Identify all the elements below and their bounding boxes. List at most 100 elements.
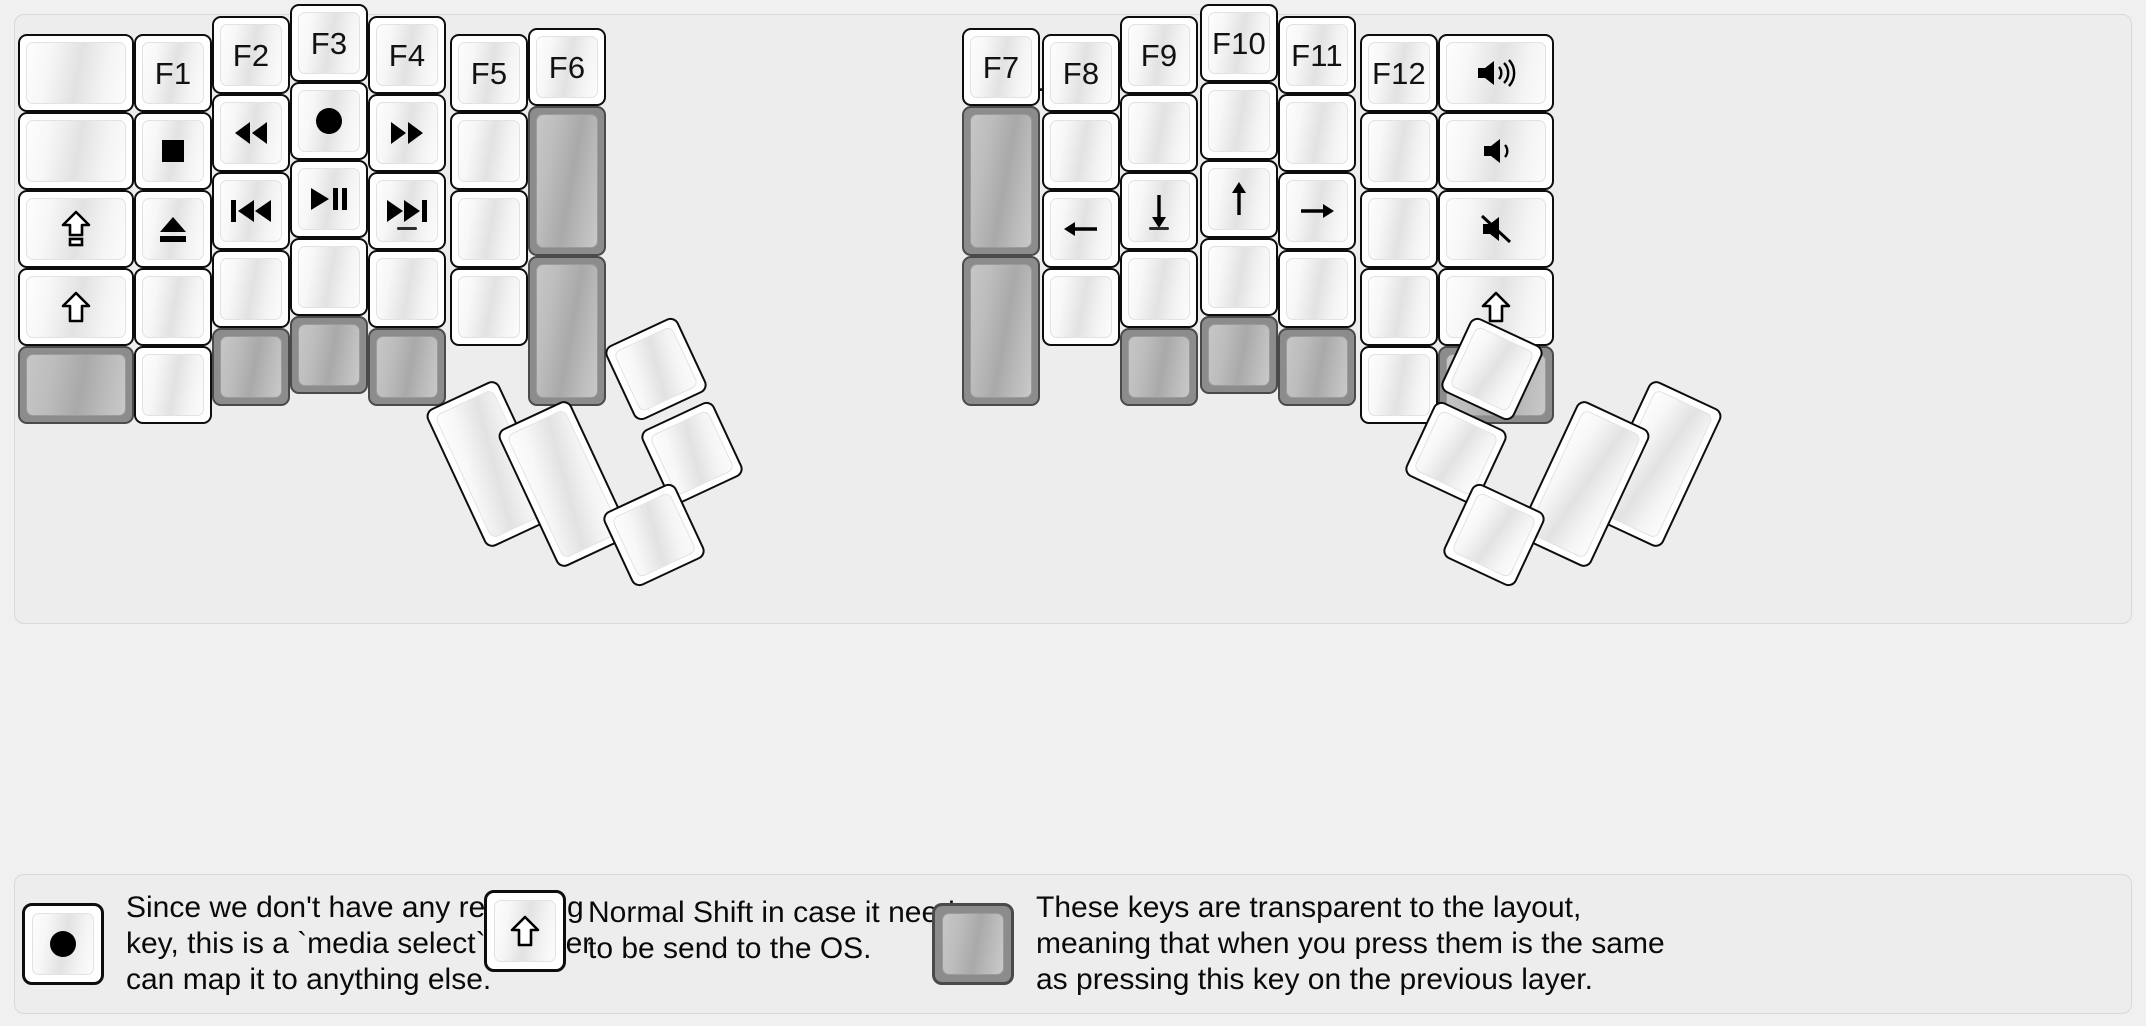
keycap-surface bbox=[26, 120, 126, 182]
keycap-surface bbox=[458, 198, 520, 260]
key-label: F9 bbox=[1140, 37, 1178, 73]
key-right-col-inner-1[interactable] bbox=[1042, 112, 1120, 190]
keycap-surface bbox=[1128, 336, 1190, 398]
key-left-col-pinky-1[interactable] bbox=[134, 112, 212, 190]
keycap-surface bbox=[1446, 198, 1546, 260]
key-left-col-pinky-0[interactable]: F1 bbox=[134, 34, 212, 112]
key-left-col-ring-1[interactable] bbox=[212, 94, 290, 172]
keycap-surface bbox=[536, 114, 598, 248]
arrow-up-icon bbox=[1226, 180, 1252, 218]
keycap-surface bbox=[942, 913, 1004, 975]
key-left-col-middle-1[interactable] bbox=[290, 82, 368, 160]
key-left-col-index-1[interactable] bbox=[368, 94, 446, 172]
keycap-surface bbox=[1446, 42, 1546, 104]
key-left-col-pinky-3[interactable] bbox=[134, 268, 212, 346]
key-right-col-index-1[interactable] bbox=[1120, 94, 1198, 172]
key-left-col-pinky-outer-4[interactable] bbox=[18, 346, 134, 424]
keycap-surface bbox=[142, 198, 204, 260]
keycap-surface bbox=[26, 354, 126, 416]
key-right-col-ring-4[interactable] bbox=[1278, 328, 1356, 406]
key-right-col-innermost-0[interactable]: F7 bbox=[962, 28, 1040, 106]
key-label: F1 bbox=[154, 55, 192, 91]
key-right-col-pinky-outer-2[interactable] bbox=[1438, 190, 1554, 268]
keycap-surface bbox=[1368, 354, 1430, 416]
media-stop-icon bbox=[158, 136, 188, 166]
legend-item-0: Since we don't have any recording key, t… bbox=[22, 890, 592, 998]
key-right-col-pinky-0[interactable]: F12 bbox=[1360, 34, 1438, 112]
key-right-col-pinky-2[interactable] bbox=[1360, 190, 1438, 268]
key-left-col-ring-2[interactable] bbox=[212, 172, 290, 250]
key-right-col-inner-3[interactable] bbox=[1042, 268, 1120, 346]
key-right-col-index-4[interactable] bbox=[1120, 328, 1198, 406]
key-right-col-pinky-outer-1[interactable] bbox=[1438, 112, 1554, 190]
record-icon bbox=[46, 927, 80, 961]
keycap-surface bbox=[1050, 198, 1112, 260]
key-left-col-middle-3[interactable] bbox=[290, 238, 368, 316]
media-rewind-icon bbox=[231, 118, 271, 148]
key-right-col-index-3[interactable] bbox=[1120, 250, 1198, 328]
legend-key-2 bbox=[932, 903, 1014, 985]
key-left-col-pinky-4[interactable] bbox=[134, 346, 212, 424]
key-left-col-inner-3[interactable] bbox=[450, 268, 528, 346]
key-left-col-index-0[interactable]: F4 bbox=[368, 16, 446, 94]
key-left-col-inner-1[interactable] bbox=[450, 112, 528, 190]
key-left-col-innermost-0[interactable]: F6 bbox=[528, 28, 606, 106]
keycap-surface bbox=[298, 90, 360, 152]
keycap-surface bbox=[376, 180, 438, 242]
key-right-col-pinky-outer-0[interactable] bbox=[1438, 34, 1554, 112]
shift-icon bbox=[1481, 290, 1511, 324]
key-right-col-ring-0[interactable]: F11 bbox=[1278, 16, 1356, 94]
key-left-col-inner-2[interactable] bbox=[450, 190, 528, 268]
key-left-col-index-4[interactable] bbox=[368, 328, 446, 406]
key-right-col-innermost-2[interactable] bbox=[962, 256, 1040, 406]
keycap-surface: F12 bbox=[1368, 42, 1430, 104]
key-left-col-ring-4[interactable] bbox=[212, 328, 290, 406]
key-right-col-index-2[interactable] bbox=[1120, 172, 1198, 250]
key-left-col-middle-0[interactable]: F3 bbox=[290, 4, 368, 82]
key-right-col-ring-1[interactable] bbox=[1278, 94, 1356, 172]
key-right-col-middle-4[interactable] bbox=[1200, 316, 1278, 394]
key-left-col-innermost-1[interactable] bbox=[528, 106, 606, 256]
key-left-col-index-3[interactable] bbox=[368, 250, 446, 328]
arrow-right-icon bbox=[1298, 198, 1336, 224]
key-left-col-innermost-2[interactable] bbox=[528, 256, 606, 406]
key-right-col-ring-2[interactable] bbox=[1278, 172, 1356, 250]
keycap-surface bbox=[1208, 246, 1270, 308]
key-right-col-middle-3[interactable] bbox=[1200, 238, 1278, 316]
key-right-col-ring-3[interactable] bbox=[1278, 250, 1356, 328]
keycap-surface bbox=[1368, 198, 1430, 260]
key-right-col-pinky-1[interactable] bbox=[1360, 112, 1438, 190]
key-left-col-pinky-outer-3[interactable] bbox=[18, 268, 134, 346]
key-left-col-ring-3[interactable] bbox=[212, 250, 290, 328]
keycap-surface bbox=[376, 336, 438, 398]
key-right-col-middle-2[interactable] bbox=[1200, 160, 1278, 238]
key-right-col-index-0[interactable]: F9 bbox=[1120, 16, 1198, 94]
key-right-col-inner-2[interactable] bbox=[1042, 190, 1120, 268]
keycap-surface bbox=[494, 900, 556, 962]
key-left-col-inner-0[interactable]: F5 bbox=[450, 34, 528, 112]
key-right-col-middle-1[interactable] bbox=[1200, 82, 1278, 160]
legend-item-1: Normal Shift in case it needs to be send… bbox=[484, 890, 970, 972]
key-left-col-index-2[interactable] bbox=[368, 172, 446, 250]
key-right-col-inner-0[interactable]: F8 bbox=[1042, 34, 1120, 112]
key-left-col-pinky-2[interactable] bbox=[134, 190, 212, 268]
key-left-col-pinky-outer-2[interactable] bbox=[18, 190, 134, 268]
keycap-surface bbox=[376, 102, 438, 164]
key-left-col-pinky-outer-0[interactable] bbox=[18, 34, 134, 112]
keycap-surface bbox=[1286, 336, 1348, 398]
media-next-track-icon bbox=[384, 196, 430, 226]
keycap-surface bbox=[1050, 120, 1112, 182]
key-left-col-middle-2[interactable] bbox=[290, 160, 368, 238]
key-left-col-pinky-outer-1[interactable] bbox=[18, 112, 134, 190]
key-label: F10 bbox=[1211, 25, 1267, 61]
volume-up-icon bbox=[1474, 57, 1518, 89]
key-right-col-middle-0[interactable]: F10 bbox=[1200, 4, 1278, 82]
key-right-col-pinky-3[interactable] bbox=[1360, 268, 1438, 346]
key-right-col-innermost-1[interactable] bbox=[962, 106, 1040, 256]
arrow-left-icon bbox=[1062, 216, 1100, 242]
key-right-col-pinky-4[interactable] bbox=[1360, 346, 1438, 424]
key-left-col-ring-0[interactable]: F2 bbox=[212, 16, 290, 94]
key-left-col-middle-4[interactable] bbox=[290, 316, 368, 394]
keycap-surface bbox=[613, 325, 699, 413]
key-label: F6 bbox=[548, 49, 586, 85]
